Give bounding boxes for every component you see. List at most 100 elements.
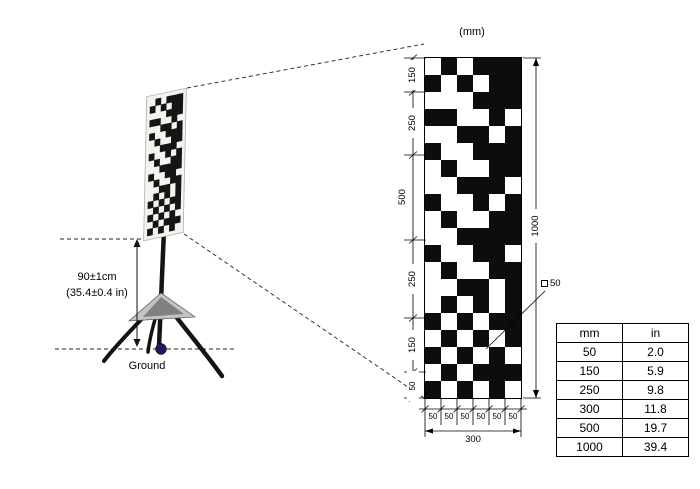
pattern-cell [441, 381, 457, 398]
mini-pattern-cell [174, 201, 181, 211]
pattern-cell [489, 245, 505, 262]
mini-pattern-cell [171, 100, 178, 110]
mini-pattern-cell [176, 120, 183, 129]
mini-pattern-cell [164, 183, 171, 193]
pattern-cell [425, 262, 441, 279]
mini-pattern-cell [177, 106, 183, 115]
ground-label: Ground [128, 360, 166, 372]
mini-pattern-cell [149, 105, 156, 114]
pattern-cell [489, 177, 505, 194]
pattern-cell [489, 126, 505, 143]
dim-bottom-50-6: 50 [508, 412, 518, 421]
pattern-cell [441, 109, 457, 126]
tripod-plate-shadow [143, 297, 184, 317]
pattern-cell [505, 313, 521, 330]
mini-pattern-cell [175, 154, 182, 163]
pattern-cell [489, 228, 505, 245]
pattern-cell [473, 347, 489, 364]
mini-pattern-cell [169, 196, 176, 205]
mini-pattern-cell [158, 198, 165, 207]
square-icon [541, 280, 548, 287]
pattern-cell [489, 313, 505, 330]
pattern-cell [505, 143, 521, 160]
pattern-cell [505, 279, 521, 296]
pattern-cell [457, 211, 473, 228]
pattern-cell [489, 330, 505, 347]
mini-pattern-cell [159, 164, 166, 173]
mini-pattern [146, 92, 184, 237]
pattern-cell [425, 245, 441, 262]
height-label-in: (35.4±0.4 in) [66, 287, 128, 299]
pattern-cell [425, 330, 441, 347]
mini-pattern-cell [149, 132, 156, 142]
pattern-cell [473, 330, 489, 347]
pattern-cell [505, 296, 521, 313]
pattern-cell [457, 194, 473, 211]
target-board [143, 87, 187, 242]
dim-left-3: 500 [397, 182, 409, 212]
pattern-cell [473, 262, 489, 279]
pattern-cell [457, 364, 473, 381]
mini-pattern-cell [158, 184, 165, 194]
pattern-cell [473, 58, 489, 75]
table-cell: 39.4 [622, 437, 689, 457]
mini-pattern-cell [176, 133, 183, 143]
table-cell: 5.9 [622, 361, 689, 381]
pattern-cell [489, 381, 505, 398]
pattern-cell [441, 296, 457, 313]
mini-pattern-cell [163, 217, 170, 227]
mini-pattern-cell [165, 142, 172, 152]
pattern-cell [441, 75, 457, 92]
tripod [102, 227, 225, 379]
mini-pattern-cell [152, 220, 159, 229]
pattern-cell [505, 381, 521, 398]
connector-lines [183, 43, 425, 399]
pattern-cell [457, 262, 473, 279]
mini-pattern-cell [177, 92, 184, 102]
pattern-cell [457, 313, 473, 330]
pattern-cell [441, 262, 457, 279]
pattern-cell [457, 160, 473, 177]
pattern-cell [425, 143, 441, 160]
pattern-cell [505, 330, 521, 347]
pattern-cell [441, 245, 457, 262]
height-label-cm: 90±1cm [77, 271, 117, 283]
mini-pattern-cell [164, 163, 171, 172]
pattern-cell [457, 228, 473, 245]
pattern-cell [457, 143, 473, 160]
table-cell: 2.0 [622, 342, 689, 362]
pattern-cell [473, 313, 489, 330]
mini-pattern-cell [158, 212, 165, 221]
mini-pattern-cell [175, 188, 182, 197]
pattern-cell [473, 160, 489, 177]
pattern-cell [425, 75, 441, 92]
mini-pattern-cell [165, 122, 172, 131]
tripod-leg-mid [146, 298, 163, 354]
mini-pattern-cell [174, 215, 181, 224]
pattern-cell [505, 177, 521, 194]
pattern-cell [473, 228, 489, 245]
mini-pattern-cell [177, 99, 184, 109]
pattern-cell [473, 211, 489, 228]
pattern-cell [441, 279, 457, 296]
mini-pattern-cell [170, 175, 176, 185]
pattern-cell [505, 126, 521, 143]
table-header-mm: mm [556, 323, 623, 343]
pattern-cell [505, 109, 521, 126]
mini-pattern-cell [153, 192, 160, 202]
table-header-in: in [622, 323, 689, 343]
mini-pattern-cell [147, 214, 154, 223]
square-size-callout: 50 [541, 278, 561, 289]
ground-point [155, 343, 167, 355]
mini-pattern-cell [175, 194, 182, 204]
dim-bottom-50-4: 50 [476, 412, 486, 421]
table-header-row: mm in [556, 323, 689, 343]
pattern-cell [457, 347, 473, 364]
mini-pattern-cell [171, 128, 178, 137]
mini-pattern-cell [148, 153, 155, 162]
dim-left-4: 250 [407, 264, 419, 294]
board-panel [143, 87, 187, 242]
